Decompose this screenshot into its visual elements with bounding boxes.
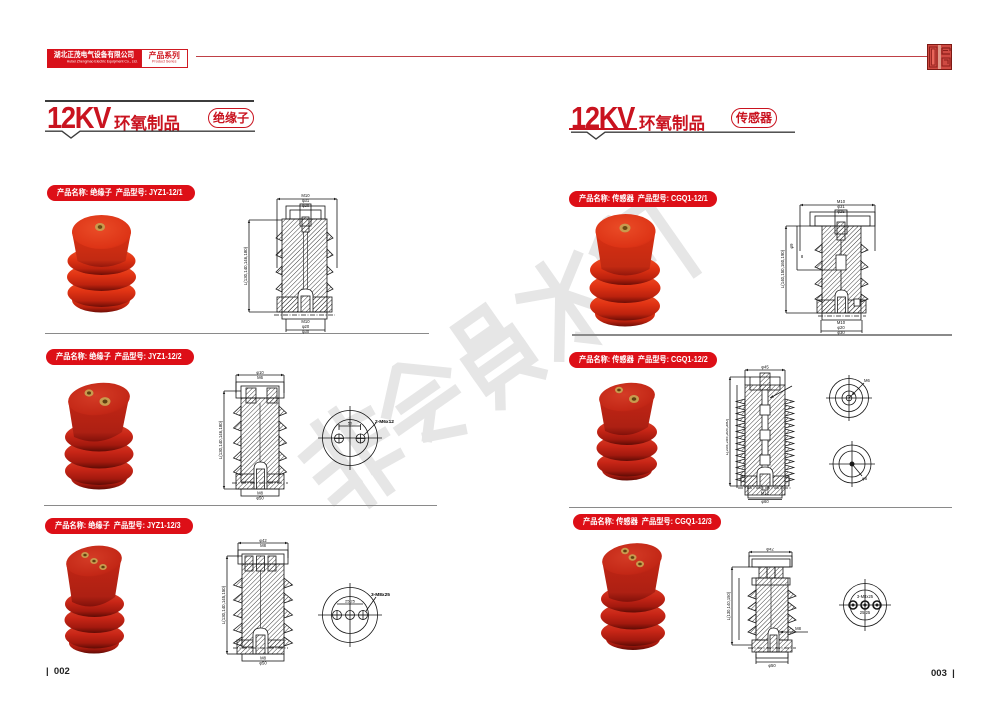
svg-text:M6: M6 xyxy=(864,378,870,383)
svg-text:2-M6x12: 2-M6x12 xyxy=(375,419,394,425)
svg-text:L(130,140,146,180): L(130,140,146,180) xyxy=(218,420,223,459)
svg-text:φ20: φ20 xyxy=(302,324,310,329)
svg-text:φ42: φ42 xyxy=(259,538,267,543)
svg-text:φ25: φ25 xyxy=(837,209,845,214)
svg-text:L(205,255,305,380): L(205,255,305,380) xyxy=(726,418,729,455)
svg-text:L(130,140,150): L(130,140,150) xyxy=(726,591,731,620)
svg-text:M8: M8 xyxy=(795,626,801,631)
svg-text:25 25: 25 25 xyxy=(345,599,356,604)
svg-text:φ30: φ30 xyxy=(302,329,310,334)
svg-text:L(140,150,160,190): L(140,150,160,190) xyxy=(780,249,785,288)
svg-text:M8: M8 xyxy=(260,656,266,661)
svg-text:φ60: φ60 xyxy=(761,499,769,504)
svg-text:L(130,140,145,150): L(130,140,145,150) xyxy=(221,585,226,624)
svg-text:M10: M10 xyxy=(837,199,846,204)
svg-text:50: 50 xyxy=(348,421,353,426)
svg-text:M10: M10 xyxy=(301,319,310,324)
svg-text:3-M8x25: 3-M8x25 xyxy=(371,592,390,598)
svg-text:φ31: φ31 xyxy=(837,204,845,209)
svg-text:8: 8 xyxy=(801,254,804,259)
svg-text:φ6: φ6 xyxy=(862,476,868,481)
svg-text:φ20: φ20 xyxy=(837,325,845,330)
svg-text:M6: M6 xyxy=(257,375,263,380)
svg-text:φ10: φ10 xyxy=(256,370,264,375)
svg-text:φ20: φ20 xyxy=(302,203,310,208)
svg-text:M10: M10 xyxy=(301,193,310,198)
svg-text:φ42: φ42 xyxy=(766,548,774,552)
svg-text:M12: M12 xyxy=(761,491,770,496)
svg-text:M8: M8 xyxy=(257,491,263,496)
svg-text:φ50: φ50 xyxy=(259,661,267,666)
svg-text:φ9: φ9 xyxy=(789,243,794,249)
svg-text:φ50: φ50 xyxy=(256,496,264,501)
svg-text:φ45: φ45 xyxy=(761,365,769,370)
svg-text:3-M8x25: 3-M8x25 xyxy=(857,594,874,599)
svg-text:φ50: φ50 xyxy=(768,663,776,668)
svg-text:25 25: 25 25 xyxy=(860,610,871,615)
svg-text:M10: M10 xyxy=(837,320,846,325)
svg-text:M8: M8 xyxy=(260,543,266,548)
svg-text:φ31: φ31 xyxy=(302,198,310,203)
svg-text:φ30: φ30 xyxy=(837,330,845,335)
svg-text:L(130,140,146,180): L(130,140,146,180) xyxy=(243,246,248,285)
